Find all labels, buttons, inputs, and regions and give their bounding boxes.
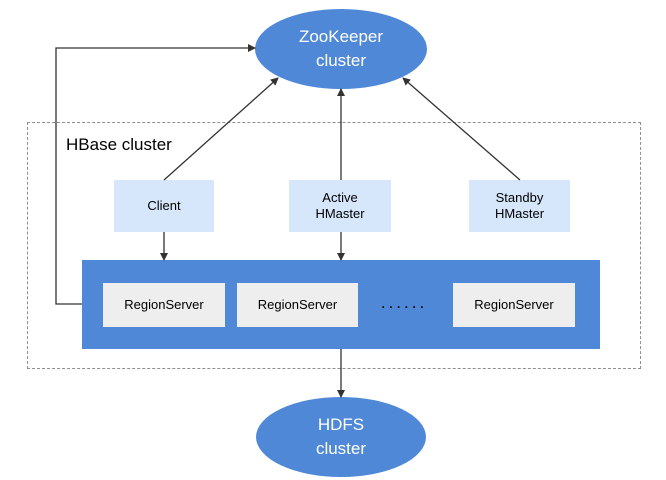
regionserver-node-1: RegionServer [103,283,225,327]
zookeeper-cluster-node: ZooKeeper cluster [255,9,427,89]
hdfs-cluster-node: HDFS cluster [256,397,426,477]
active-hmaster-node: Active HMaster [289,180,391,232]
zookeeper-cluster-label: ZooKeeper cluster [298,27,384,70]
hbase-cluster-boundary [27,122,641,369]
more-regionservers-ellipsis: ...... [380,293,428,312]
client-node: Client [114,180,214,232]
regionserver-node-3: RegionServer [453,283,575,327]
standby-hmaster-node: Standby HMaster [469,180,570,232]
hbase-cluster-title: HBase cluster [66,135,172,154]
hdfs-cluster-label: HDFS cluster [315,415,367,458]
regionserver-node-2: RegionServer [237,283,358,327]
